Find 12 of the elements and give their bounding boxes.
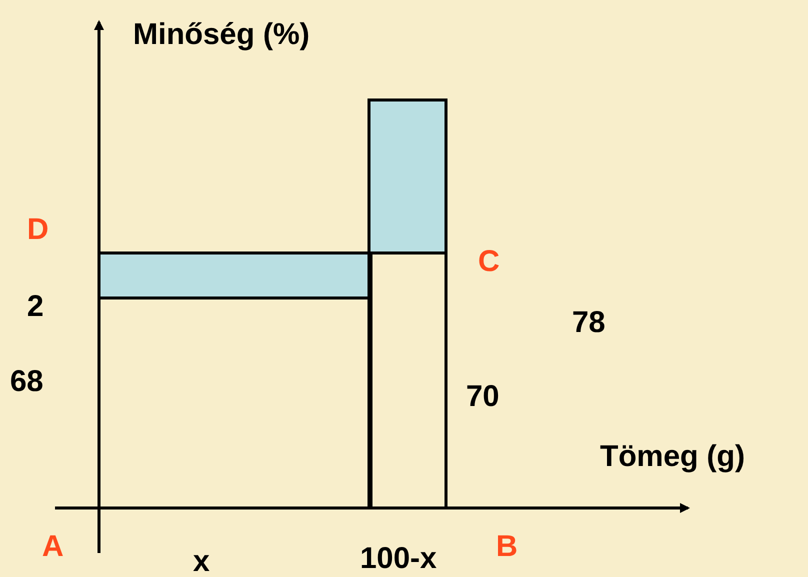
value-label: 68	[10, 365, 44, 399]
value-label: 70	[466, 380, 500, 414]
value-label: 78	[572, 306, 606, 340]
axis-title: Minőség (%)	[133, 18, 310, 52]
axis-title: Tömeg (g)	[600, 440, 745, 474]
value-label: 2	[27, 290, 44, 324]
value-label: x	[193, 545, 210, 577]
point-label: A	[42, 530, 64, 564]
value-label: 100-x	[360, 542, 437, 576]
point-label: B	[496, 530, 518, 564]
point-label: C	[478, 245, 500, 279]
point-label: D	[27, 213, 49, 247]
